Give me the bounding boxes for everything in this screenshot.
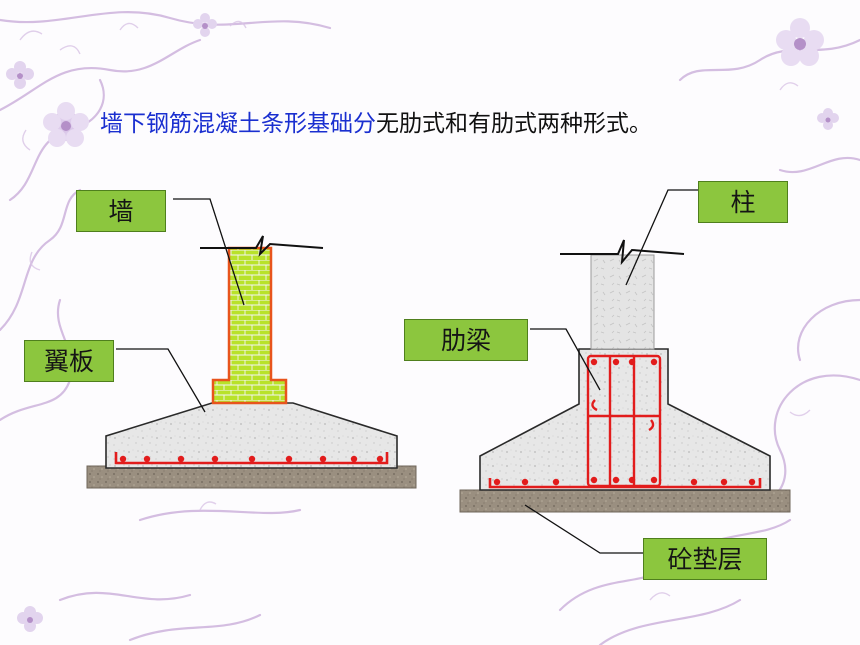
column-label: 柱	[698, 181, 788, 223]
rib-slab	[479, 348, 771, 491]
rib-beam-label: 肋梁	[404, 319, 528, 361]
headline-highlight: 墙下钢筋混凝土条形基础分	[100, 111, 376, 137]
brick-wall	[211, 246, 288, 405]
wall-label: 墙	[76, 190, 166, 232]
left-cushion	[86, 465, 417, 489]
left-rebar	[114, 452, 389, 465]
wall-foundation	[86, 198, 417, 489]
flange-leader-line	[116, 348, 206, 413]
headline: 墙下钢筋混凝土条形基础分无肋式和有肋式两种形式。	[100, 104, 840, 144]
cushion-leader-line	[524, 504, 644, 554]
flower-icon	[6, 13, 839, 632]
ribbed-foundation	[459, 189, 791, 554]
flange-label: 翼板	[24, 340, 114, 382]
column-break-line	[560, 239, 685, 266]
right-cushion	[459, 489, 791, 513]
right-rebar-dots	[493, 358, 756, 486]
flange-slab	[105, 402, 398, 469]
cushion-label: 砼垫层	[643, 538, 767, 580]
left-rebar-dots	[119, 455, 384, 463]
column-leader-line	[625, 189, 700, 286]
rib-beam-leader-line	[530, 328, 601, 391]
wall-leader-line	[173, 198, 245, 306]
right-rebar	[488, 478, 762, 489]
column	[590, 254, 655, 350]
wall-break-line	[200, 235, 324, 257]
headline-rest: 无肋式和有肋式两种形式。	[376, 111, 652, 137]
